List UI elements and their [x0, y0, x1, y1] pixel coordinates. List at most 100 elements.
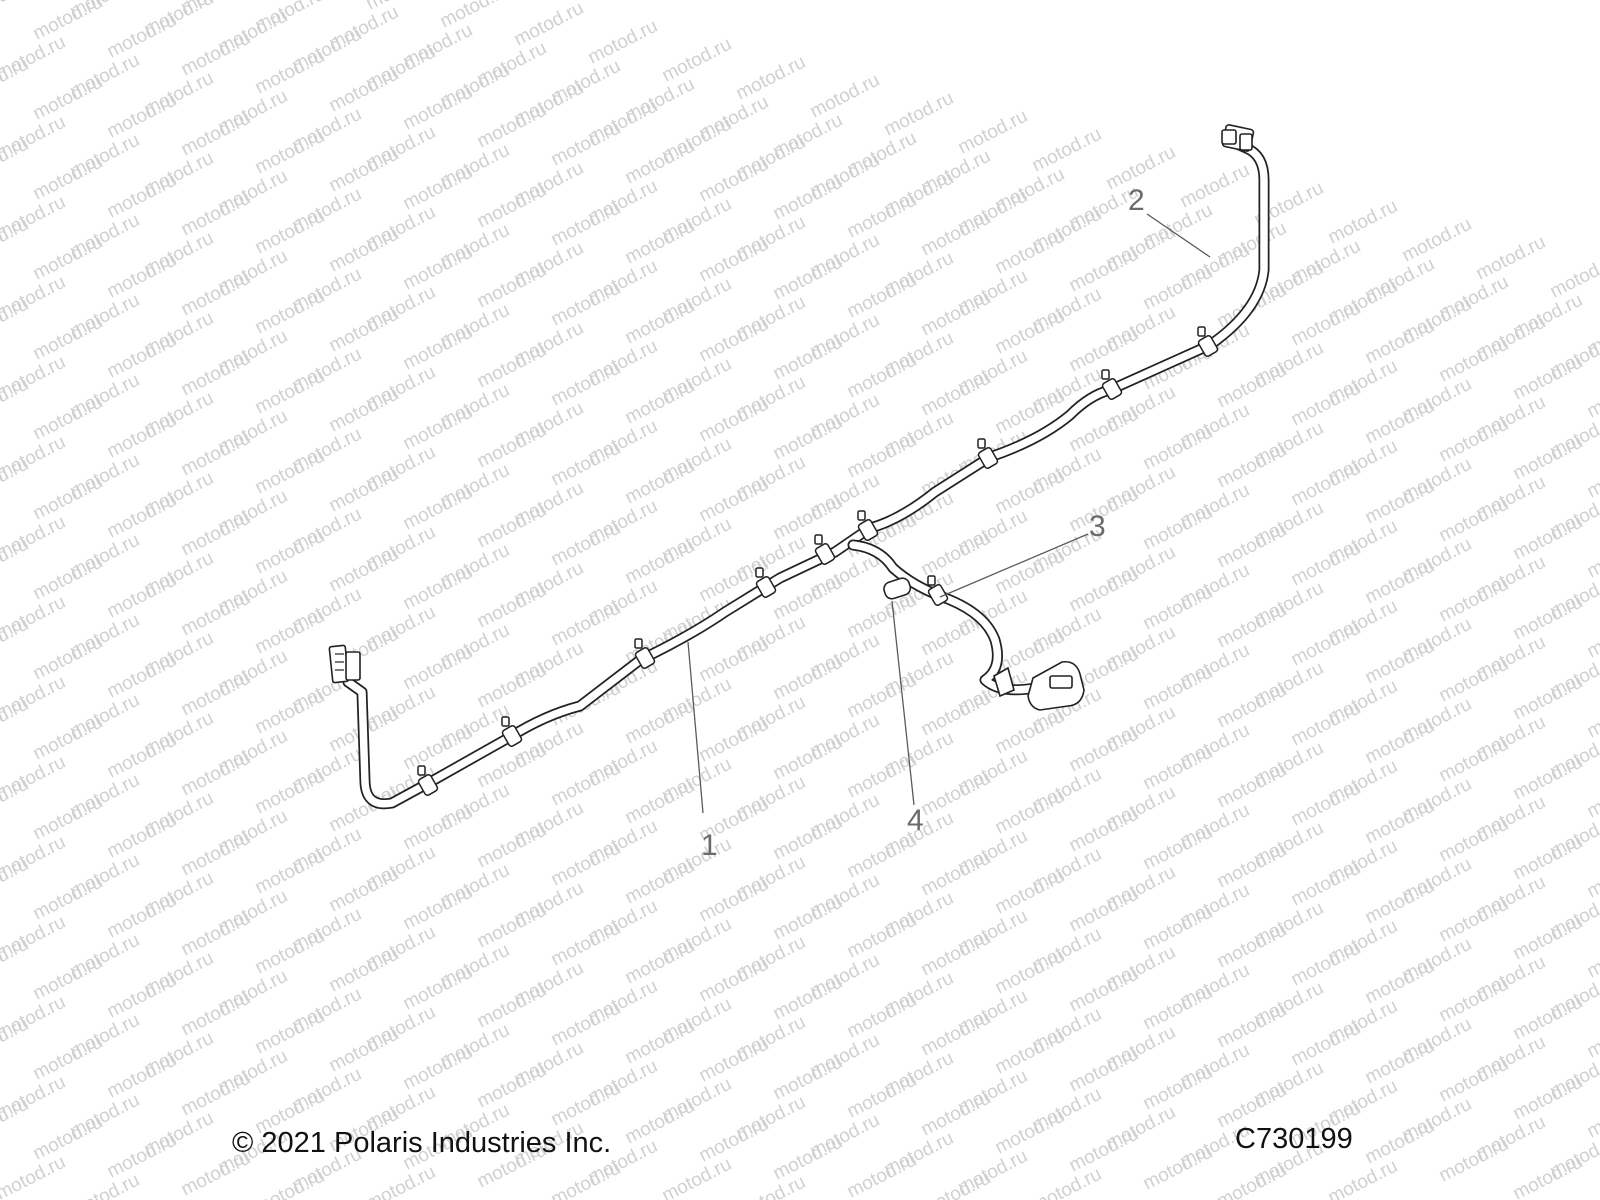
watermark-text: motod.ru: [252, 926, 328, 979]
watermark-text: motod.ru: [548, 1158, 624, 1200]
watermark-text: motod.ru: [1584, 770, 1600, 823]
watermark-text: motod.ru: [696, 1034, 772, 1087]
watermark-text: motod.ru: [622, 136, 698, 189]
watermark-text: motod.ru: [474, 820, 550, 873]
copyright-notice: © 2021 Polaris Industries Inc.: [232, 1127, 612, 1159]
watermark-text: motod.ru: [733, 1172, 809, 1200]
watermark-text: motod.ru: [1140, 662, 1216, 715]
watermark-text: motod.ru: [104, 90, 180, 143]
watermark-text: motod.ru: [400, 642, 476, 695]
watermark-text: motod.ru: [1510, 352, 1586, 405]
watermark-text: motod.ru: [326, 864, 402, 917]
watermark-text: motod.ru: [178, 828, 254, 881]
watermark-text: motod.ru: [1066, 564, 1142, 617]
watermark-text: motod.ru: [844, 990, 920, 1043]
watermark-text: motod.ru: [955, 106, 1031, 159]
watermark-text: motod.ru: [622, 216, 698, 269]
watermark-text: motod.ru: [30, 1032, 106, 1085]
watermark-text: motod.ru: [400, 482, 476, 535]
watermark-text: motod.ru: [252, 286, 328, 339]
watermark-text: motod.ru: [252, 366, 328, 419]
watermark-text: motod.ru: [1362, 636, 1438, 689]
watermark-text: motod.ru: [1288, 298, 1364, 351]
watermark-text: motod.ru: [622, 536, 698, 589]
watermark-text: motod.ru: [1214, 760, 1290, 813]
watermark-text: motod.ru: [1214, 680, 1290, 733]
watermark-text: motod.ru: [1288, 938, 1364, 991]
watermark-text: motod.ru: [1584, 530, 1600, 583]
watermark-text: motod.ru: [770, 652, 846, 705]
watermark-text: motod.ru: [548, 518, 624, 571]
callout-2: 2: [1128, 184, 1145, 217]
watermark-text: motod.ru: [918, 928, 994, 981]
watermark-text: motod.ru: [1140, 262, 1216, 315]
watermark-text: motod.ru: [1510, 1152, 1586, 1200]
watermark-text: motod.ru: [622, 776, 698, 829]
watermark-text: motod.ru: [252, 446, 328, 499]
watermark-text: motod.ru: [1436, 334, 1512, 387]
watermark-text: motod.ru: [770, 332, 846, 385]
watermark-text: motod.ru: [326, 1024, 402, 1077]
watermark-text: motod.ru: [1140, 1142, 1216, 1195]
watermark-text: motod.ru: [326, 544, 402, 597]
watermark-text: motod.ru: [548, 278, 624, 331]
watermark-text: motod.ru: [30, 392, 106, 445]
left-connector: [328, 644, 361, 684]
watermark-text: motod.ru: [400, 962, 476, 1015]
watermark-text: motod.ru: [178, 108, 254, 161]
watermark-text: motod.ru: [992, 466, 1068, 519]
watermark-text: motod.ru: [1177, 160, 1253, 213]
watermark-text: motod.ru: [400, 402, 476, 455]
watermark-text: motod.ru: [548, 358, 624, 411]
watermark-text: motod.ru: [1140, 1062, 1216, 1115]
watermark-text: motod.ru: [474, 1060, 550, 1113]
watermark-text: motod.ru: [1066, 1044, 1142, 1097]
watermark-text: motod.ru: [659, 1154, 735, 1200]
watermark-text: motod.ru: [252, 206, 328, 259]
watermark-text: motod.ru: [104, 10, 180, 63]
watermark-text: motod.ru: [104, 570, 180, 623]
watermark-text: motod.ru: [1214, 360, 1290, 413]
watermark-text: motod.ru: [67, 1170, 143, 1200]
leader-line-2: [1146, 213, 1211, 258]
watermark-text: motod.ru: [1214, 840, 1290, 893]
watermark-text: motod.ru: [437, 0, 513, 32]
watermark-text: motod.ru: [1510, 752, 1586, 805]
harness-clip: [927, 575, 949, 606]
watermark-text: motod.ru: [844, 1150, 920, 1200]
watermark-text: motod.ru: [1288, 538, 1364, 591]
watermark-text: motod.ru: [548, 198, 624, 251]
watermark-text: motod.ru: [400, 562, 476, 615]
watermark-text: motod.ru: [326, 144, 402, 197]
watermark-text: motod.ru: [881, 88, 957, 141]
watermark-text: motod.ru: [844, 190, 920, 243]
watermark-text: motod.ru: [104, 490, 180, 543]
wire-harness: [328, 124, 1270, 810]
watermark-text: motod.ru: [1288, 458, 1364, 511]
watermark-text: motod.ru: [1140, 822, 1216, 875]
watermark-text: motod.ru: [1140, 582, 1216, 635]
watermark-text: motod.ru: [1325, 1156, 1401, 1200]
watermark-text: motod.ru: [918, 848, 994, 901]
watermark-text: motod.ru: [1362, 396, 1438, 449]
watermark-text: motod.ru: [104, 330, 180, 383]
watermark-text: motod.ru: [104, 810, 180, 863]
watermark-text: motod.ru: [252, 46, 328, 99]
watermark-text: motod.ru: [1288, 858, 1364, 911]
watermark-text: motod.ru: [1214, 1000, 1290, 1053]
watermark-text: motod.ru: [1362, 956, 1438, 1009]
watermark-text: motod.ru: [770, 252, 846, 305]
watermark-text: motod.ru: [363, 1162, 439, 1200]
watermark-text: motod.ru: [844, 590, 920, 643]
watermark-text: motod.ru: [104, 970, 180, 1023]
watermark-text: motod.ru: [1510, 672, 1586, 725]
watermark-text: motod.ru: [548, 918, 624, 971]
harness-clip: [634, 638, 656, 669]
watermark-text: motod.ru: [548, 758, 624, 811]
watermark-text: motod.ru: [1066, 1124, 1142, 1177]
watermark-text: motod.ru: [178, 988, 254, 1041]
leader-lines: [687, 213, 1211, 814]
watermark-text: motod.ru: [1510, 912, 1586, 965]
watermark-text: motod.ru: [474, 100, 550, 153]
